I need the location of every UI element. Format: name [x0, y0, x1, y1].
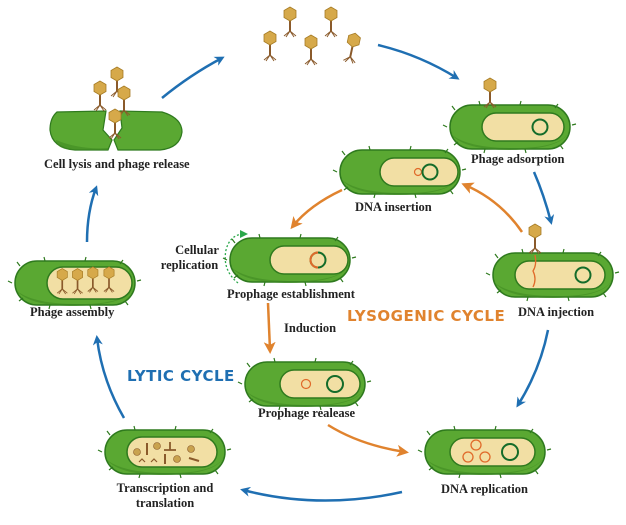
- label-phage-adsorption: Phage adsorption: [471, 152, 565, 166]
- cell-dna-insertion: [332, 145, 467, 199]
- arrow-release-to-free-phages: [161, 56, 225, 99]
- label-dna-injection: DNA injection: [518, 305, 595, 319]
- label-dna-replication: DNA replication: [441, 482, 528, 496]
- cell-prophage-release: [237, 357, 372, 411]
- arrow-free-phages-to-adsorption: [377, 43, 460, 80]
- label-phage-assembly: Phage assembly: [30, 305, 115, 319]
- arrow-injection-to-replication: [516, 329, 550, 408]
- cell-transcription-translation: [97, 425, 232, 479]
- arrow-injection-to-insertion: [461, 182, 524, 233]
- arrow-insertion-to-establishment: [290, 188, 343, 230]
- cell-prophage-establishment: [222, 233, 357, 287]
- arrow-adsorption-to-injection: [532, 171, 555, 225]
- arrow-transcription-to-assembly: [92, 335, 126, 419]
- cell-dna-injection: [485, 223, 620, 302]
- arrow-assembly-to-lysis: [85, 185, 99, 243]
- cell-phage-assembly: [7, 256, 142, 310]
- arrow-replication-to-transcription: [240, 486, 403, 502]
- label-cellular-replication-line1: Cellular: [175, 243, 219, 257]
- label-cell-lysis: Cell lysis and phage release: [44, 157, 190, 171]
- lysogenic-cycle-title: LYSOGENIC CYCLE: [347, 307, 506, 325]
- cell-phage-adsorption: [442, 77, 577, 154]
- lytic-cycle-title: LYTIC CYCLE: [127, 367, 235, 385]
- label-prophage-establishment: Prophage establishment: [227, 287, 355, 301]
- label-transcription-line2: translation: [135, 496, 195, 510]
- arrow-establishment-to-release: [263, 302, 276, 354]
- label-prophage-release: Prophage realease: [258, 406, 356, 420]
- lysed-cell: [49, 66, 183, 151]
- label-cellular-replication-line2: replication: [160, 258, 219, 272]
- label-induction: Induction: [284, 321, 337, 335]
- label-dna-insertion: DNA insertion: [355, 200, 432, 214]
- cell-dna-replication: [417, 425, 552, 479]
- free-phages: [263, 6, 363, 66]
- label-transcription-line1: Transcription and: [116, 481, 214, 495]
- arrow-release-to-replication: [327, 423, 409, 457]
- cellular-replication-loop-arrow: [224, 230, 248, 284]
